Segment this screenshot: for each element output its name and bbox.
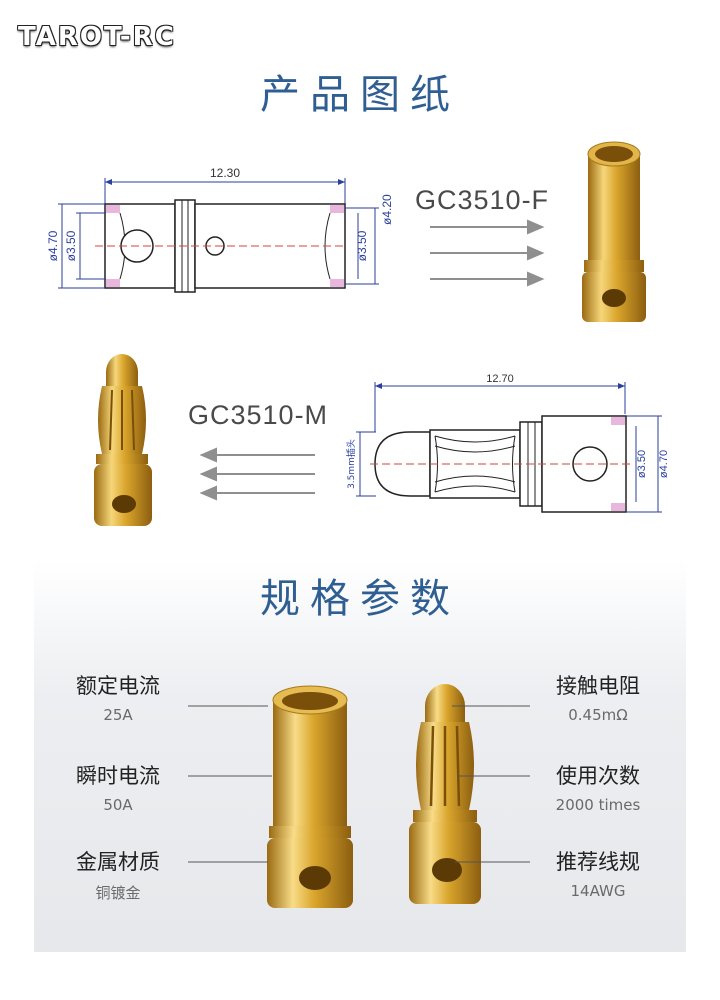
spec-rated-current: 额定电流 25A [76, 674, 160, 724]
female-arrows [430, 219, 545, 287]
male-length-label: 12.70 [486, 373, 514, 385]
spec-peak-current: 瞬时电流 50A [76, 764, 160, 814]
male-plug-dim: 3.5mm插头 [345, 439, 357, 489]
male-connector-image [94, 354, 152, 526]
spec-contact-resistance: 接触电阻 0.45mΩ [556, 674, 640, 724]
female-outer-left-dim: ø4.70 [46, 230, 60, 261]
spec-male-image [409, 684, 481, 904]
female-tech-drawing: 12.30 ø4.70 ø3.50 ø3.50 [46, 166, 379, 293]
female-outer-right-dim: ø4.20 [380, 194, 394, 225]
spec-recommended-gauge: 推荐线规 14AWG [556, 850, 640, 900]
spec-panel [34, 560, 686, 952]
male-inner-dim: ø3.50 [636, 450, 648, 478]
female-inner-right-dim: ø3.50 [355, 230, 369, 261]
brand-logo: TAROT-RC [18, 22, 176, 52]
male-arrows [200, 447, 315, 501]
female-length-label: 12.30 [210, 166, 240, 180]
spec-usage-cycles: 使用次数 2000 times [555, 764, 641, 814]
spec-female-image [267, 685, 353, 908]
male-outer-dim: ø4.70 [658, 450, 670, 478]
male-model-label: GC3510-M [188, 400, 329, 430]
female-model-label: GC3510-F [415, 185, 550, 215]
female-connector-image [582, 141, 646, 322]
female-inner-left-dim: ø3.50 [64, 230, 78, 261]
drawing-section-title: 产品图纸 [260, 72, 460, 118]
spec-section-title: 规格参数 [260, 576, 460, 622]
male-tech-drawing: 12.70 3.5mm插头 ø3.50 ø4.70 [345, 373, 670, 513]
spec-metal-material: 金属材质 铜镀金 [76, 850, 160, 902]
